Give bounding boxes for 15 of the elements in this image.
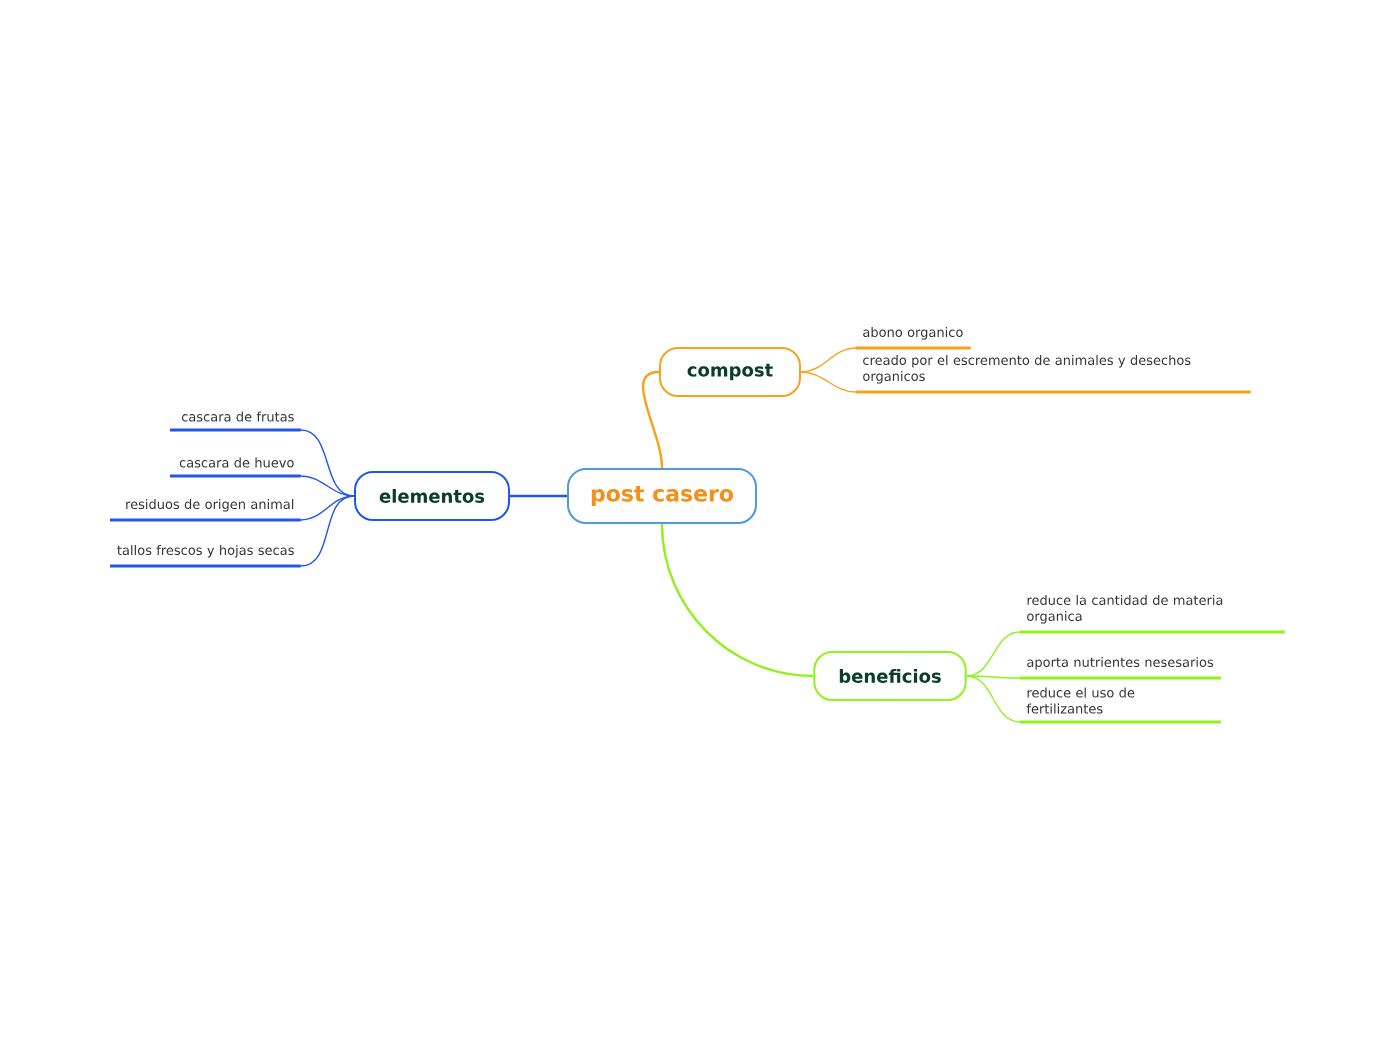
connector xyxy=(800,347,857,373)
topic-box: elementos xyxy=(354,471,511,521)
connector xyxy=(300,429,355,497)
connector xyxy=(965,675,1021,723)
connector xyxy=(300,495,355,567)
connector xyxy=(800,371,857,393)
connector xyxy=(641,370,664,469)
connector xyxy=(965,675,1021,679)
topic-box: compost xyxy=(659,347,801,397)
central-topic-box: post casero xyxy=(567,468,757,524)
connector xyxy=(660,523,814,678)
connector xyxy=(300,495,355,521)
connector xyxy=(300,475,355,497)
connector xyxy=(510,494,567,498)
topic-box: beneficios xyxy=(813,651,967,701)
